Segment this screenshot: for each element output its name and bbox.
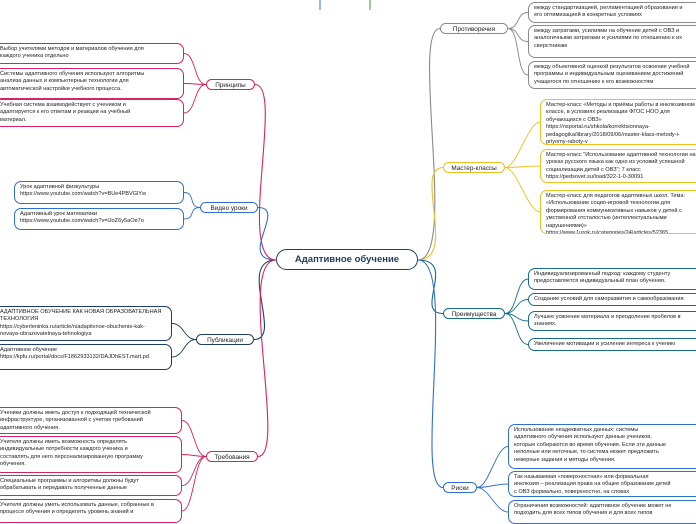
item-connector-contradictions-1: [507, 28, 529, 42]
branch-video[interactable]: Видео уроки: [200, 202, 258, 213]
item-connector-masterclasses-1: [504, 165, 541, 168]
video-node[interactable]: Адаптивный урок математики https://www.y…: [14, 208, 184, 230]
masterclasses-node[interactable]: Мастер-класс «Методы и приёмы работы в и…: [540, 99, 696, 145]
contradictions-node[interactable]: между стандартизацией, регламентацией об…: [528, 2, 696, 23]
video-node[interactable]: Урок адаптивной физкультуры https://www.…: [14, 181, 184, 204]
item-connector-principles-1: [183, 83, 207, 85]
masterclasses-node[interactable]: Мастер-класс для педагогов адаптивных шк…: [540, 190, 696, 234]
item-connector-video-1: [183, 207, 201, 220]
publications-node[interactable]: АДАПТИВНОЕ ОБУЧЕНИЕ КАК НОВАЯ ОБРАЗОВАТЕ…: [0, 306, 172, 341]
principles-node[interactable]: Учебная система взаимодействует с ученик…: [0, 99, 184, 127]
risks-node[interactable]: Ограничения возможностей: адаптивное обу…: [508, 500, 696, 524]
item-connector-contradictions-2: [507, 28, 529, 76]
item-connector-video-0: [183, 192, 201, 208]
advantages-node[interactable]: Индивидуализированный подход: каждому ст…: [528, 268, 696, 290]
branch-masterclasses[interactable]: Мастер-классы: [443, 162, 505, 173]
publications-node[interactable]: Адаптивное обучение https://kpfu.ru/port…: [0, 344, 172, 370]
branch-advantages[interactable]: Преимущества: [443, 308, 505, 319]
central-topic[interactable]: Адаптивное обучение: [276, 249, 418, 270]
item-connector-risks-2: [476, 487, 509, 513]
item-connector-advantages-0: [504, 278, 529, 314]
branch-connector-advantages: [417, 259, 444, 315]
advantages-node[interactable]: Увеличение мотивации и усиление интереса…: [528, 338, 696, 351]
item-connector-risks-1: [476, 483, 509, 488]
risks-node[interactable]: Так называемая «поверхностная» или форма…: [508, 471, 696, 497]
item-connector-principles-2: [183, 84, 207, 114]
masterclasses-node[interactable]: Мастер-класс "Использование адаптивной т…: [540, 149, 696, 183]
requirements-node[interactable]: Учителя должны уметь использовать данные…: [0, 499, 182, 523]
item-connector-contradictions-0: [507, 12, 529, 29]
item-connector-requirements-3: [181, 456, 207, 512]
branch-contradictions[interactable]: Противоречия: [440, 23, 508, 34]
item-connector-publications-0: [171, 323, 197, 340]
advantages-node[interactable]: Лучшее усвоение материала и преодоление …: [528, 311, 696, 331]
item-connector-requirements-2: [181, 456, 207, 486]
branch-principles[interactable]: Принципы: [206, 79, 255, 90]
item-connector-masterclasses-0: [504, 121, 541, 168]
item-connector-requirements-0: [181, 420, 207, 457]
branch-connector-video: [257, 206, 277, 261]
branch-publications[interactable]: Публикации: [196, 334, 254, 345]
requirements-node[interactable]: Учителя должны иметь возможность определ…: [0, 436, 182, 473]
contradictions-node[interactable]: между объективной оценкой результатов ос…: [528, 61, 696, 89]
branch-connector-publications: [253, 259, 277, 341]
branch-connector-principles: [254, 83, 277, 261]
principles-node[interactable]: Системы адаптивного обучения используют …: [0, 68, 184, 99]
branch-connector-risks: [417, 259, 444, 489]
principles-node[interactable]: Выбор учителями методов и материалов обу…: [0, 43, 184, 64]
advantages-node[interactable]: Создание условий для саморазвития и само…: [528, 293, 696, 306]
contradictions-node[interactable]: между затратами, усилиями на обучение де…: [528, 25, 696, 58]
branch-risks[interactable]: Риски: [443, 482, 477, 493]
requirements-node[interactable]: Специальные программы и алгоритмы должны…: [0, 475, 182, 496]
item-connector-publications-1: [171, 339, 197, 358]
risks-node[interactable]: Использование неадекватных данных: систе…: [508, 424, 696, 469]
requirements-node[interactable]: Ученики должны иметь доступ к подходящей…: [0, 407, 182, 434]
item-connector-masterclasses-2: [504, 167, 541, 213]
branch-connector-masterclasses: [417, 166, 444, 261]
item-connector-requirements-1: [181, 454, 207, 457]
item-connector-advantages-3: [504, 313, 529, 345]
item-connector-principles-0: [183, 53, 207, 85]
branch-connector-requirements: [257, 259, 277, 458]
item-connector-advantages-1: [504, 299, 529, 314]
branch-requirements[interactable]: Требования: [206, 451, 258, 462]
branch-connector-contradictions: [417, 27, 441, 261]
item-connector-risks-0: [476, 446, 509, 488]
